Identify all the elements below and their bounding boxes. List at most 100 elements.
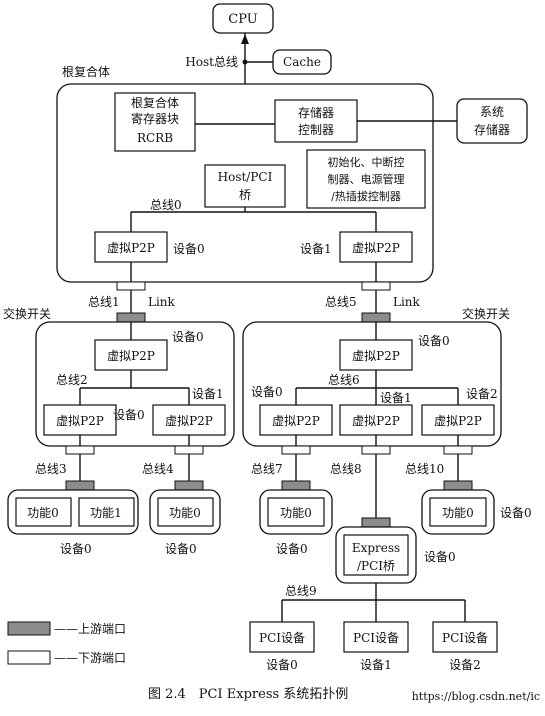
upstream-port: [281, 480, 311, 491]
link-label-right: Link: [393, 295, 421, 309]
pci-device-2-label: PCI设备: [442, 631, 488, 645]
legend-upstream-swatch: [7, 621, 51, 636]
host-pci-bridge-box: [204, 164, 286, 208]
root-port-1-label: 虚拟P2P: [352, 241, 400, 255]
downstream-port: [281, 445, 311, 455]
rcrb-box: [114, 92, 196, 152]
downstream-port: [361, 445, 391, 455]
root-port-0-device: 设备0: [173, 242, 205, 256]
left-switch-upstream-label: 虚拟P2P: [107, 349, 155, 363]
right-switch-port-b-device: 设备1: [380, 391, 412, 405]
bus7-label: 总线7: [251, 462, 283, 476]
downstream-port: [65, 445, 95, 455]
bus3-label: 总线3: [35, 462, 67, 476]
memory-controller-box: [274, 99, 358, 143]
rcrb-line-1: 根复合体: [131, 95, 179, 110]
bus4-label: 总线4: [142, 462, 174, 476]
system-memory-box: [456, 98, 528, 144]
init-controller-box: [306, 149, 426, 209]
endpoint-a-func1: [78, 497, 135, 527]
system-memory-line-1: 系统: [480, 105, 504, 119]
root-port-0-label: 虚拟P2P: [107, 241, 155, 255]
init-controller-line-1: 初始化、中断控: [328, 155, 405, 169]
left-switch-port-a: [43, 404, 117, 436]
pci-device-2-box: [432, 621, 498, 653]
pci-device-1-box: [343, 621, 409, 653]
watermark: https://blog.csdn.net/ic: [412, 690, 540, 703]
endpoint-a-func0: [15, 497, 72, 527]
right-switch-port-a-label: 虚拟P2P: [272, 414, 320, 428]
host-bus-label: Host总线: [185, 55, 238, 69]
bus10-label: 总线10: [405, 462, 444, 476]
upstream-port: [65, 480, 95, 491]
host-pci-line-2: 桥: [239, 188, 251, 202]
init-controller-line-3: /热插拔控制器: [331, 189, 401, 203]
express-pci-device: 设备0: [424, 550, 456, 564]
bus9-label: 总线9: [285, 584, 317, 598]
bus5-label: 总线5: [325, 295, 357, 309]
pci-device-1-label: PCI设备: [353, 631, 399, 645]
endpoint-b-device: 设备0: [165, 542, 197, 556]
right-switch-upstream-p2p: [339, 339, 413, 371]
cpu-box: [212, 3, 274, 34]
link-label-left: Link: [148, 295, 176, 309]
endpoint-c-device: 设备0: [276, 542, 308, 556]
right-switch-port-c-label: 虚拟P2P: [434, 414, 482, 428]
upstream-port: [361, 517, 391, 528]
express-pci-line-1: Express: [352, 541, 400, 555]
bus2-label: 总线2: [56, 373, 88, 387]
root-port-1-box: [339, 231, 413, 263]
system-memory-line-2: 存储器: [474, 122, 510, 137]
arrow-up-cpu: [241, 34, 249, 44]
init-controller-line-2: 制器、电源管理: [328, 172, 405, 186]
downstream-port: [116, 281, 146, 291]
downstream-port: [174, 445, 204, 455]
cache-label: Cache: [283, 55, 321, 69]
switch-label-right: 交换开关: [462, 306, 510, 321]
legend-downstream-swatch: [7, 650, 51, 665]
left-switch-port-a-label: 虚拟P2P: [56, 414, 104, 428]
endpoint-b-func0-label: 功能0: [169, 506, 201, 520]
rcrb-line-3: RCRB: [137, 131, 173, 145]
left-switch-port-b-device: 设备1: [192, 387, 224, 401]
right-switch-port-c-device: 设备2: [466, 387, 498, 401]
bus0-label: 总线0: [150, 198, 182, 212]
host-pci-line-1: Host/PCI: [218, 170, 273, 184]
root-complex-label: 根复合体: [62, 64, 110, 79]
bus1-label: 总线1: [88, 295, 120, 309]
right-switch-port-c: [421, 404, 495, 436]
endpoint-d-func0-label: 功能0: [442, 506, 474, 520]
pci-device-0-id: 设备0: [266, 658, 298, 672]
right-switch-port-a: [259, 404, 333, 436]
endpoint-d-device: 设备0: [500, 506, 532, 520]
endpoint-a-func1-label: 功能1: [90, 506, 122, 520]
endpoint-c-func0-label: 功能0: [280, 506, 312, 520]
left-switch-port-b: [152, 404, 226, 436]
upstream-port: [174, 480, 204, 491]
endpoint-a-func0-label: 功能0: [27, 506, 59, 520]
right-switch-port-a-device: 设备0: [251, 385, 283, 399]
switch-label-left: 交换开关: [3, 306, 51, 321]
left-switch-port-b-label: 虚拟P2P: [165, 414, 213, 428]
bus6-label: 总线6: [328, 373, 360, 387]
bus8-label: 总线8: [330, 462, 362, 476]
upstream-port: [116, 312, 146, 323]
express-pci-bridge-inner: [343, 534, 409, 576]
right-switch-port-b: [339, 404, 413, 436]
downstream-port: [361, 281, 391, 291]
right-switch-upstream-label: 虚拟P2P: [352, 349, 400, 363]
legend-upstream-label: ——上游端口: [54, 622, 126, 636]
memory-controller-line-1: 存储器: [298, 105, 334, 120]
endpoint-b-func0: [157, 497, 214, 527]
figure-caption: 图 2.4 PCI Express 系统拓扑例: [148, 687, 348, 702]
downstream-port: [443, 445, 473, 455]
upstream-port: [361, 312, 391, 323]
express-pci-line-2: /PCI桥: [357, 559, 395, 573]
pci-device-0-label: PCI设备: [259, 631, 305, 645]
legend-downstream-label: ——下游端口: [54, 651, 126, 665]
root-port-1-device: 设备1: [300, 242, 332, 256]
right-switch-upstream-device: 设备0: [418, 334, 450, 348]
cpu-label: CPU: [228, 12, 257, 27]
left-switch-upstream-device: 设备0: [172, 330, 204, 344]
